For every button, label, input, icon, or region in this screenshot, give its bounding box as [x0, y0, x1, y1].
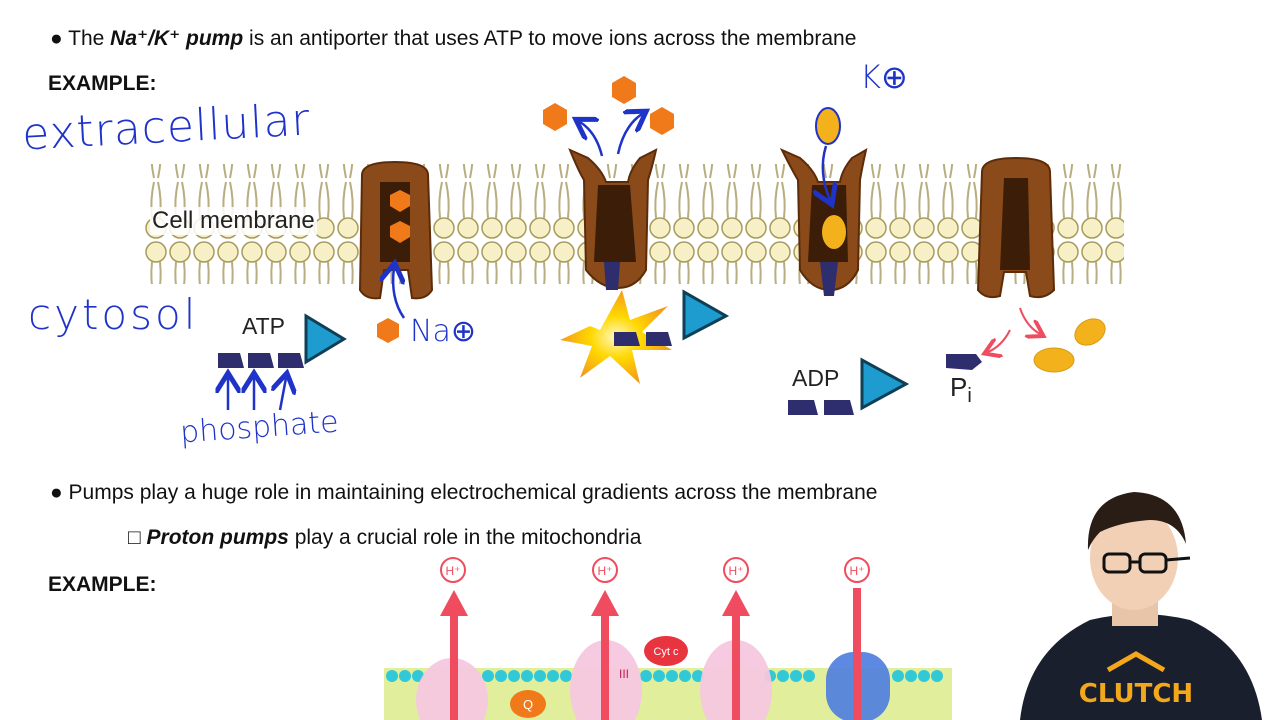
sodium-ion	[377, 318, 399, 343]
presenter-face	[1090, 506, 1178, 610]
ubiquinone-label: Q	[523, 697, 533, 712]
proton-label: H⁺	[850, 564, 865, 578]
cell-membrane-label: Cell membrane	[150, 207, 317, 235]
clutch-logo-mark	[1106, 651, 1166, 673]
bullet-prefix: ● The	[50, 27, 111, 50]
handwritten-cytosol: cytosol	[28, 290, 199, 339]
cytochrome-c-label: Cyt c	[653, 646, 679, 658]
proton-pump-diagram: H⁺ H⁺ H⁺ H⁺ III Cyt c Q	[384, 557, 952, 720]
pump-state-4	[976, 156, 1056, 299]
sodium-ion	[390, 190, 410, 212]
presenter-shirt	[1020, 614, 1262, 720]
sodium-ion	[390, 221, 410, 243]
adp-label: ADP	[792, 365, 840, 391]
pi-label-sub: i	[967, 385, 972, 408]
presenter-webcam: CLUTCH	[1020, 492, 1262, 720]
membrane-heads	[386, 670, 943, 682]
bullet-suffix: is an antiporter that uses ATP to move i…	[243, 27, 857, 50]
bullet-na-k-pump: ● The Na⁺/K⁺ pump is an antiporter that …	[50, 26, 856, 51]
proton-label: H⁺	[729, 564, 744, 578]
handwritten-sodium: Na⊕	[410, 314, 476, 349]
handwritten-potassium: K⊕	[860, 58, 908, 96]
proton-label: H⁺	[446, 564, 461, 578]
release-arrow	[616, 114, 642, 155]
term-proton-pumps: Proton pumps	[146, 526, 289, 549]
sodium-ion	[650, 107, 674, 135]
potassium-ion	[815, 107, 841, 145]
potassium-ion	[1033, 347, 1075, 373]
sub-bullet-suffix: play a crucial role in the mitochondria	[288, 526, 642, 549]
atp-label: ATP	[242, 313, 286, 339]
cytochrome-c	[644, 636, 688, 666]
example-heading-1: EXAMPLE:	[48, 72, 157, 95]
potassium-ion	[822, 215, 846, 249]
release-arrow	[988, 329, 1011, 352]
attached-phosphate	[604, 262, 620, 290]
bullet-pumps-gradients: ● Pumps play a huge role in maintaining …	[50, 481, 878, 504]
complex-iii-label: III	[619, 667, 629, 681]
pi-label-main: P	[950, 372, 968, 402]
sodium-ion	[543, 103, 567, 131]
sodium-ion	[612, 76, 636, 104]
proton-label: H⁺	[598, 564, 613, 578]
attached-phosphate	[820, 262, 838, 296]
release-arrow	[1019, 307, 1040, 334]
adp-molecule	[788, 357, 910, 415]
inorganic-phosphate	[946, 354, 982, 370]
potassium-ion	[1074, 318, 1106, 346]
atp-molecule	[218, 313, 347, 368]
pump-state-2	[560, 148, 730, 384]
pump-state-1	[358, 160, 434, 300]
example-heading-2: EXAMPLE:	[48, 573, 157, 596]
sub-bullet-proton-pumps: □ Proton pumps play a crucial role in th…	[128, 526, 641, 550]
sub-bullet-prefix: □	[128, 526, 147, 549]
shirt-logo-text: CLUTCH	[1079, 679, 1193, 709]
presenter-hair	[1087, 492, 1186, 550]
pi-label: Pi	[950, 372, 972, 408]
ubiquinone	[510, 690, 546, 718]
phosphate-arrow	[280, 378, 286, 411]
sodium-entry-arrow	[393, 268, 404, 319]
potassium-entry-arrow	[823, 145, 830, 200]
term-na-k-pump: Na⁺/K⁺ pump	[110, 27, 244, 50]
release-arrow	[580, 122, 604, 157]
presenter-glasses	[1102, 552, 1191, 574]
